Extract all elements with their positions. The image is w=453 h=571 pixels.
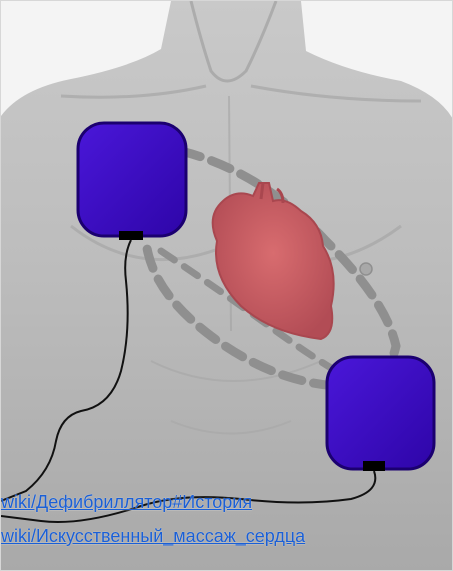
nipple-right <box>360 263 372 275</box>
link-defibrillator-history[interactable]: wiki/Дефибриллятор#История <box>1 492 252 512</box>
defibrillator-pad-icon <box>78 123 186 236</box>
defibrillator-pad-icon-lower <box>327 357 434 469</box>
pad-connector <box>119 231 143 240</box>
lower-pad <box>327 357 434 471</box>
upper-pad <box>78 123 186 240</box>
link-cardiac-massage[interactable]: wiki/Искусственный_массаж_сердца <box>1 526 305 546</box>
pad-connector-lower <box>363 461 385 471</box>
